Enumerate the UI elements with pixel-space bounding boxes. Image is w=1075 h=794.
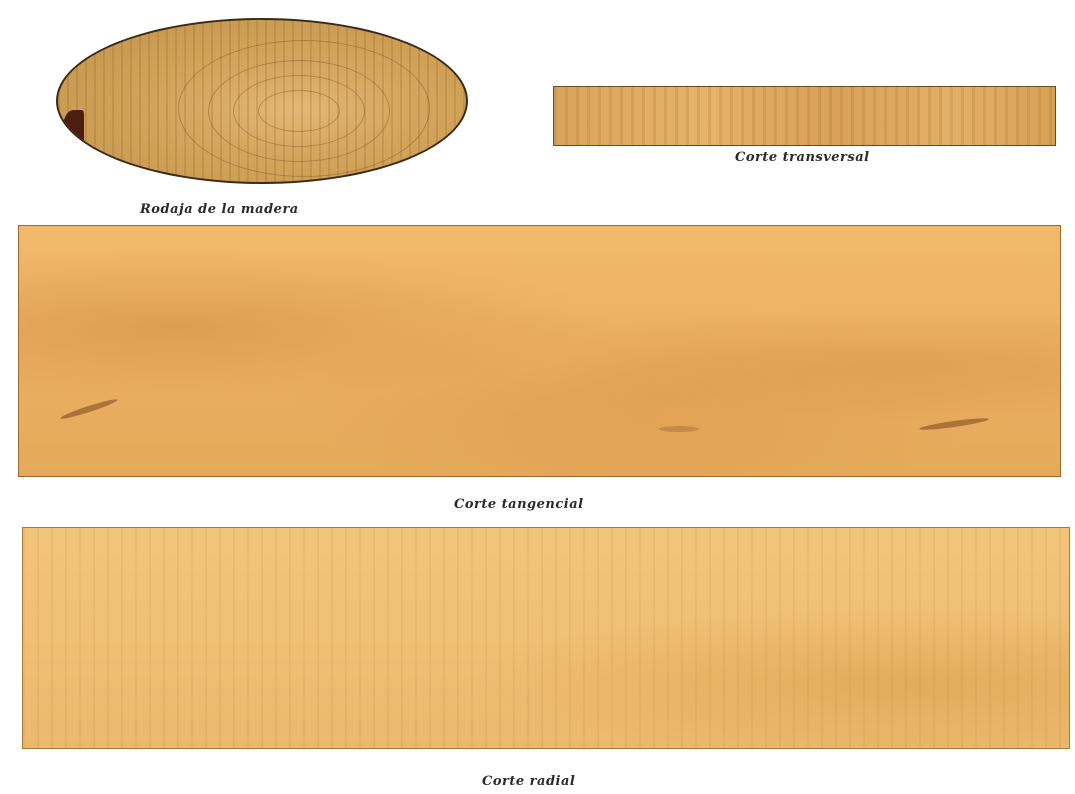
bark-mark	[62, 110, 84, 156]
caption-radial: Corte radial	[482, 774, 575, 789]
wood-slice-cross-section-image	[56, 18, 468, 184]
caption-transversal: Corte transversal	[735, 150, 870, 165]
caption-tangential: Corte tangencial	[454, 497, 584, 512]
growth-ring	[178, 40, 430, 177]
wood-knot	[919, 416, 989, 432]
transversal-cut-image	[553, 86, 1056, 146]
caption-slice: Rodaja de la madera	[140, 202, 299, 217]
tangential-cut-image	[18, 225, 1061, 477]
wood-knot	[659, 426, 699, 432]
wood-knot	[60, 397, 119, 421]
radial-cut-image	[22, 527, 1070, 749]
